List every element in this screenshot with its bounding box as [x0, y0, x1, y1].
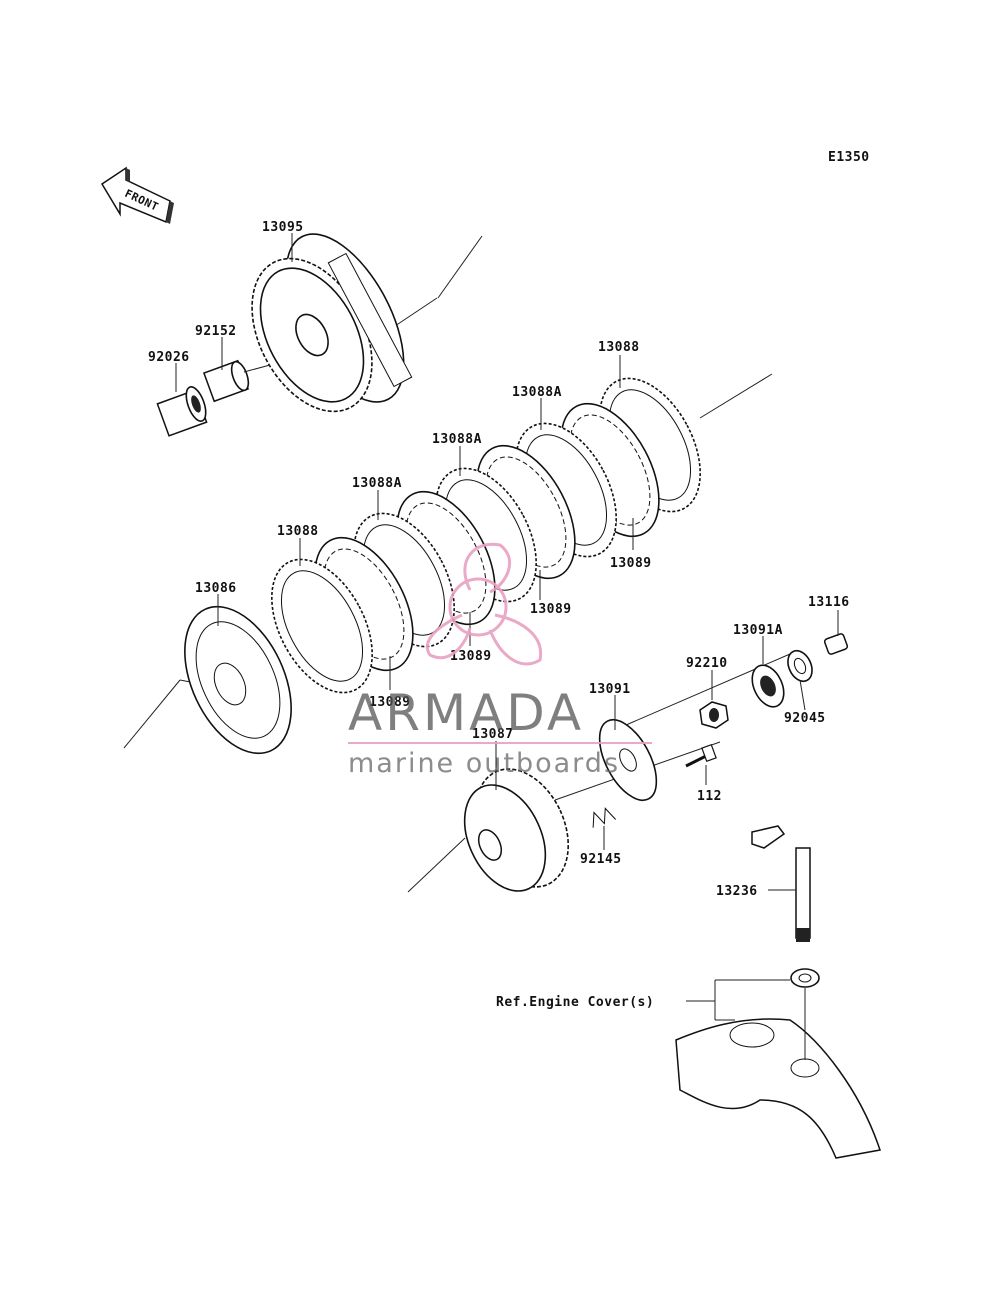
engine-cover: [675, 1018, 881, 1159]
bolt-112: [685, 743, 717, 768]
label-13095: 13095: [262, 220, 304, 235]
watermark-brand: ARMADA: [348, 684, 584, 742]
label-92026: 92026: [148, 350, 190, 365]
bushing-92152: [202, 359, 250, 403]
label-13089-2: 13089: [530, 602, 572, 617]
label-13089-4: 13089: [369, 695, 411, 710]
label-13086: 13086: [195, 581, 237, 596]
label-13091: 13091: [589, 682, 631, 697]
label-13088-left: 13088: [277, 524, 319, 539]
label-13091A: 13091A: [733, 623, 783, 638]
label-13088-top: 13088: [598, 340, 640, 355]
propeller-logo-icon: [425, 542, 543, 666]
nut-92210: [699, 701, 729, 729]
diagram-code: E1350: [828, 150, 870, 165]
label-13116: 13116: [808, 595, 850, 610]
pin-13116: [823, 633, 849, 655]
bearing-92045: [787, 649, 813, 683]
label-13088A-3: 13088A: [352, 476, 402, 491]
label-13089-1: 13089: [610, 556, 652, 571]
release-shaft-13236: [751, 825, 811, 942]
label-13088A-1: 13088A: [512, 385, 562, 400]
armada-watermark: ARMADA marine outboards: [348, 542, 652, 779]
label-92210: 92210: [686, 656, 728, 671]
oil-seal: [790, 968, 820, 988]
pressure-plate-13086: [184, 605, 292, 755]
leader-lines: [175, 233, 839, 1060]
bearing-housing-13091A: [751, 664, 785, 708]
plate-13091: [598, 719, 658, 801]
collar-92026: [156, 386, 208, 437]
clutch-plate-stack: [271, 377, 701, 694]
label-13236: 13236: [716, 884, 758, 899]
label-13088A-2: 13088A: [432, 432, 482, 447]
clutch-housing-13095: [251, 233, 413, 413]
label-ref-engine-cover: Ref.Engine Cover(s): [496, 995, 654, 1010]
watermark-tagline: marine outboards: [348, 748, 620, 779]
label-92152: 92152: [195, 324, 237, 339]
label-112: 112: [697, 789, 722, 804]
label-13089-3: 13089: [450, 649, 492, 664]
front-arrow-icon: FRONT: [100, 166, 174, 224]
spring-92145: [592, 807, 617, 828]
clutch-hub-13087: [463, 768, 570, 892]
label-92145: 92145: [580, 852, 622, 867]
label-92045: 92045: [784, 711, 826, 726]
label-13087: 13087: [472, 727, 514, 742]
